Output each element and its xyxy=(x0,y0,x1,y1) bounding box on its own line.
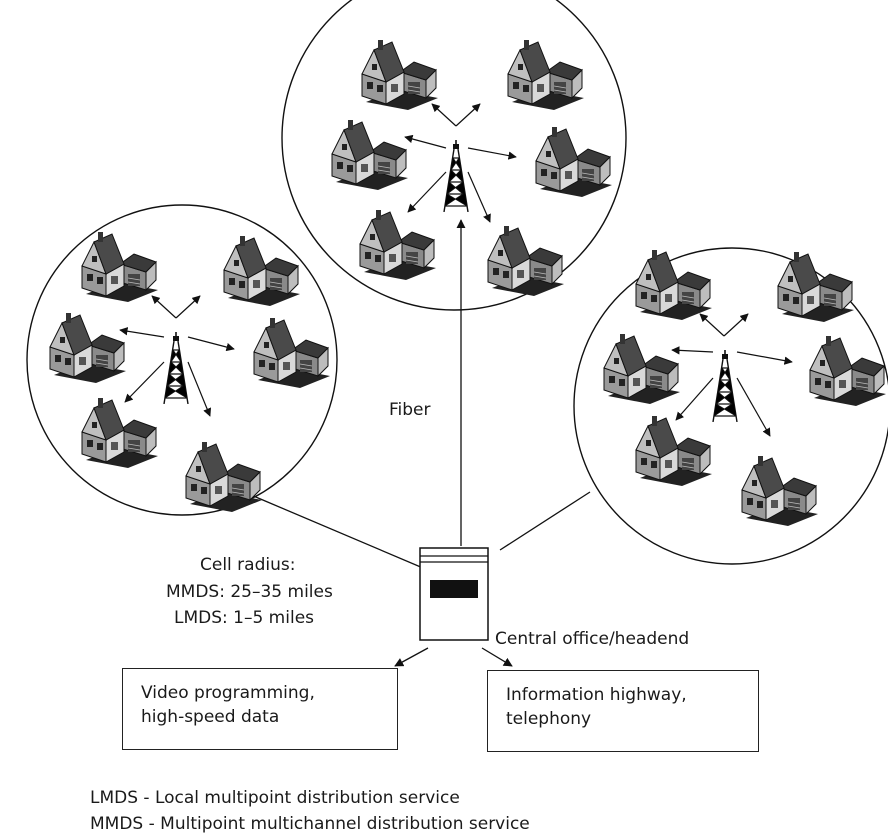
video-box-line1: Video programming, xyxy=(141,683,315,703)
house-icon xyxy=(185,442,262,512)
info-box-line1: Information highway, xyxy=(506,685,687,705)
house-icon xyxy=(507,40,584,110)
house-icon xyxy=(635,416,712,486)
arrow-to-video-box xyxy=(394,647,429,667)
info-box-line2: telephony xyxy=(506,709,592,729)
cell-radius-mmds: MMDS: 25–35 miles xyxy=(166,582,333,602)
fiber-label: Fiber xyxy=(389,400,431,420)
cell-circle-top xyxy=(281,0,627,311)
house-icon xyxy=(361,40,438,110)
house-icon xyxy=(777,252,854,322)
cell-left xyxy=(49,232,330,512)
cell-right xyxy=(603,250,886,526)
house-icon xyxy=(635,250,712,320)
house-icon xyxy=(535,127,612,197)
house-icon xyxy=(809,336,886,406)
link-left-to-headend xyxy=(243,491,424,569)
house-icon xyxy=(741,456,818,526)
house-icon xyxy=(49,313,126,383)
house-icon xyxy=(359,210,436,280)
cell-radius-title: Cell radius: xyxy=(200,555,296,575)
house-icon xyxy=(253,318,330,388)
antenna-tower-icon xyxy=(712,350,738,422)
legend-lmds: LMDS - Local multipoint distribution ser… xyxy=(90,788,460,808)
cell-top xyxy=(331,40,612,296)
cell-radius-lmds: LMDS: 1–5 miles xyxy=(174,608,315,628)
video-box-line2: high-speed data xyxy=(141,707,280,727)
house-icon xyxy=(487,226,564,296)
cell-circle-left xyxy=(26,204,338,516)
house-icon xyxy=(603,334,680,404)
headend-cabinet-icon xyxy=(419,547,489,641)
house-icon xyxy=(81,232,158,302)
link-right-to-headend xyxy=(499,491,591,551)
house-icon xyxy=(81,398,158,468)
video-data-box: Video programming, high-speed data xyxy=(122,668,398,750)
cell-circle-right xyxy=(573,247,888,565)
antenna-tower-icon xyxy=(163,332,189,404)
house-icon xyxy=(223,236,300,306)
antenna-tower-icon xyxy=(443,140,469,212)
house-icon xyxy=(331,120,408,190)
info-telephony-box: Information highway, telephony xyxy=(487,670,759,752)
legend-mmds: MMDS - Multipoint multichannel distribut… xyxy=(90,814,530,834)
arrow-to-info-box xyxy=(481,647,513,667)
central-office-label: Central office/headend xyxy=(495,629,690,649)
